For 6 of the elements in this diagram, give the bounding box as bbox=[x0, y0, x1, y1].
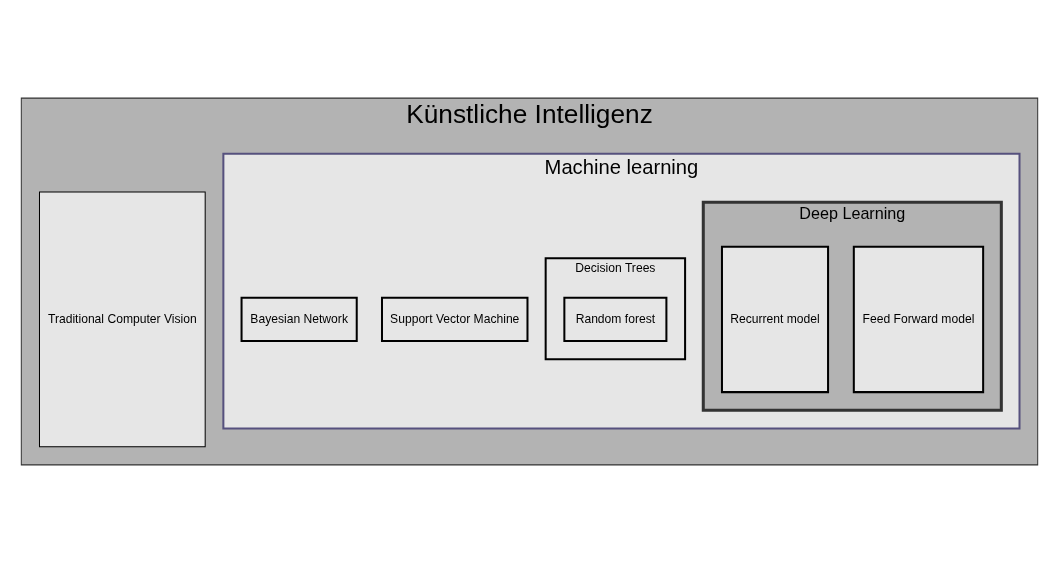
node-box: Bayesian Network bbox=[240, 296, 358, 343]
node-box: Support Vector Machine bbox=[381, 296, 529, 343]
node-box: Recurrent model bbox=[720, 245, 830, 394]
node-box: Random forest bbox=[563, 296, 668, 343]
node-box: Traditional Computer Vision bbox=[39, 191, 206, 448]
node-box: Feed Forward model bbox=[852, 245, 985, 394]
